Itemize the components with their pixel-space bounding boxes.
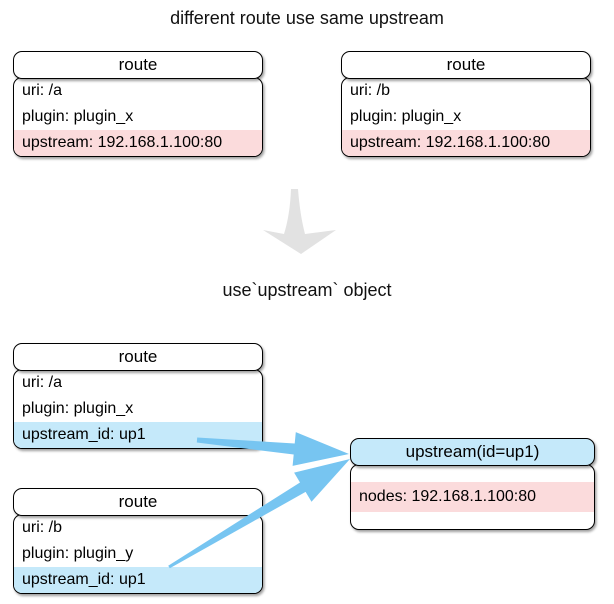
route-row-upstream: upstream: 192.168.1.100:80: [342, 130, 590, 156]
route-row-plugin: plugin: plugin_y: [22, 545, 134, 562]
route-box-bottom-a: route uri: /a plugin: plugin_x upstream_…: [13, 343, 263, 449]
route-header: route: [13, 488, 263, 516]
route-row-uri: uri: /a: [22, 374, 63, 391]
route-row-upstream: upstream: 192.168.1.100:80: [14, 130, 262, 156]
route-box-top-left: route uri: /a plugin: plugin_x upstream:…: [13, 51, 263, 157]
route-box-bottom-b: route uri: /b plugin: plugin_y upstream_…: [13, 488, 263, 594]
route-row-uri: uri: /b: [350, 82, 391, 99]
route-row-plugin: plugin: plugin_x: [22, 108, 134, 125]
route-row-upstream-id: upstream_id: up1: [14, 567, 262, 593]
route-header: route: [13, 343, 263, 371]
down-arrow-icon: [263, 189, 336, 254]
route-body: uri: /a plugin: plugin_x upstream_id: up…: [13, 369, 263, 449]
route-body: uri: /b plugin: plugin_y upstream_id: up…: [13, 514, 263, 594]
route-row-upstream-id: upstream_id: up1: [14, 422, 262, 448]
diagram-subtitle: use`upstream` object: [222, 280, 392, 300]
upstream-box: upstream(id=up1) nodes: 192.168.1.100:80: [350, 438, 595, 530]
route-body: uri: /b plugin: plugin_x upstream: 192.1…: [341, 77, 591, 157]
route-row-uri: uri: /b: [22, 519, 63, 536]
route-header: route: [341, 51, 591, 79]
route-row-plugin: plugin: plugin_x: [350, 108, 462, 125]
route-header: route: [13, 51, 263, 79]
route-row-uri: uri: /a: [22, 82, 63, 99]
route-body: uri: /a plugin: plugin_x upstream: 192.1…: [13, 77, 263, 157]
upstream-body: nodes: 192.168.1.100:80: [350, 464, 595, 530]
route-box-top-right: route uri: /b plugin: plugin_x upstream:…: [341, 51, 591, 157]
upstream-header: upstream(id=up1): [350, 438, 595, 466]
upstream-row-nodes: nodes: 192.168.1.100:80: [351, 482, 594, 512]
diagram-title: different route use same upstream: [170, 8, 444, 28]
route-row-plugin: plugin: plugin_x: [22, 400, 134, 417]
